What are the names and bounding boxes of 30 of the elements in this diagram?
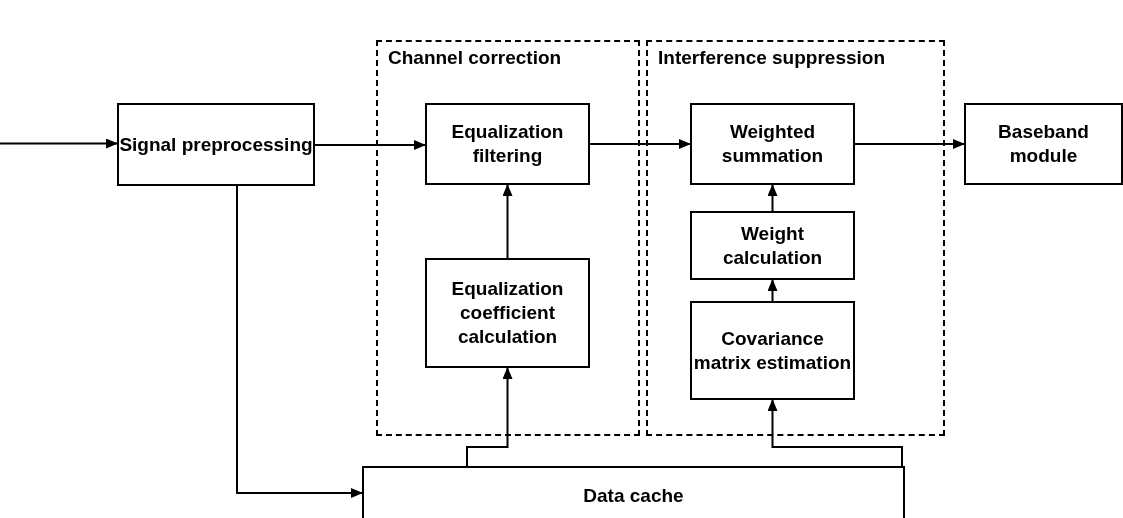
arrow xyxy=(767,399,903,467)
box-label: Weighted summation xyxy=(720,120,825,168)
box-label: Data cache xyxy=(583,484,684,508)
process-box xyxy=(425,103,590,185)
arrow xyxy=(502,184,513,259)
arrow xyxy=(854,139,965,149)
buffer-box xyxy=(362,466,905,518)
process-box xyxy=(690,211,855,280)
arrow xyxy=(236,185,363,498)
process-box xyxy=(964,103,1123,185)
box-label: Signal preprocessing xyxy=(119,132,313,157)
box-label: Equalization filtering xyxy=(450,120,565,168)
group-title: Interference suppression xyxy=(658,46,886,70)
arrow xyxy=(767,184,778,212)
box-label: Baseband module xyxy=(997,120,1090,168)
arrow xyxy=(589,139,691,149)
arrow xyxy=(0,138,118,149)
process-box xyxy=(117,103,315,186)
process-box xyxy=(690,301,855,400)
arrow xyxy=(314,140,426,150)
arrow xyxy=(767,279,778,302)
box-label: Weight calculation xyxy=(721,221,824,270)
arrow xyxy=(466,367,513,467)
box-label: Equalization coefficient calculation xyxy=(450,277,565,349)
group-title: Channel correction xyxy=(388,46,562,70)
box-label: Covariance matrix estimation xyxy=(692,326,853,375)
dashed-group-frame xyxy=(646,40,945,436)
process-box xyxy=(690,103,855,185)
dashed-group-frame xyxy=(376,40,640,436)
process-box xyxy=(425,258,590,368)
